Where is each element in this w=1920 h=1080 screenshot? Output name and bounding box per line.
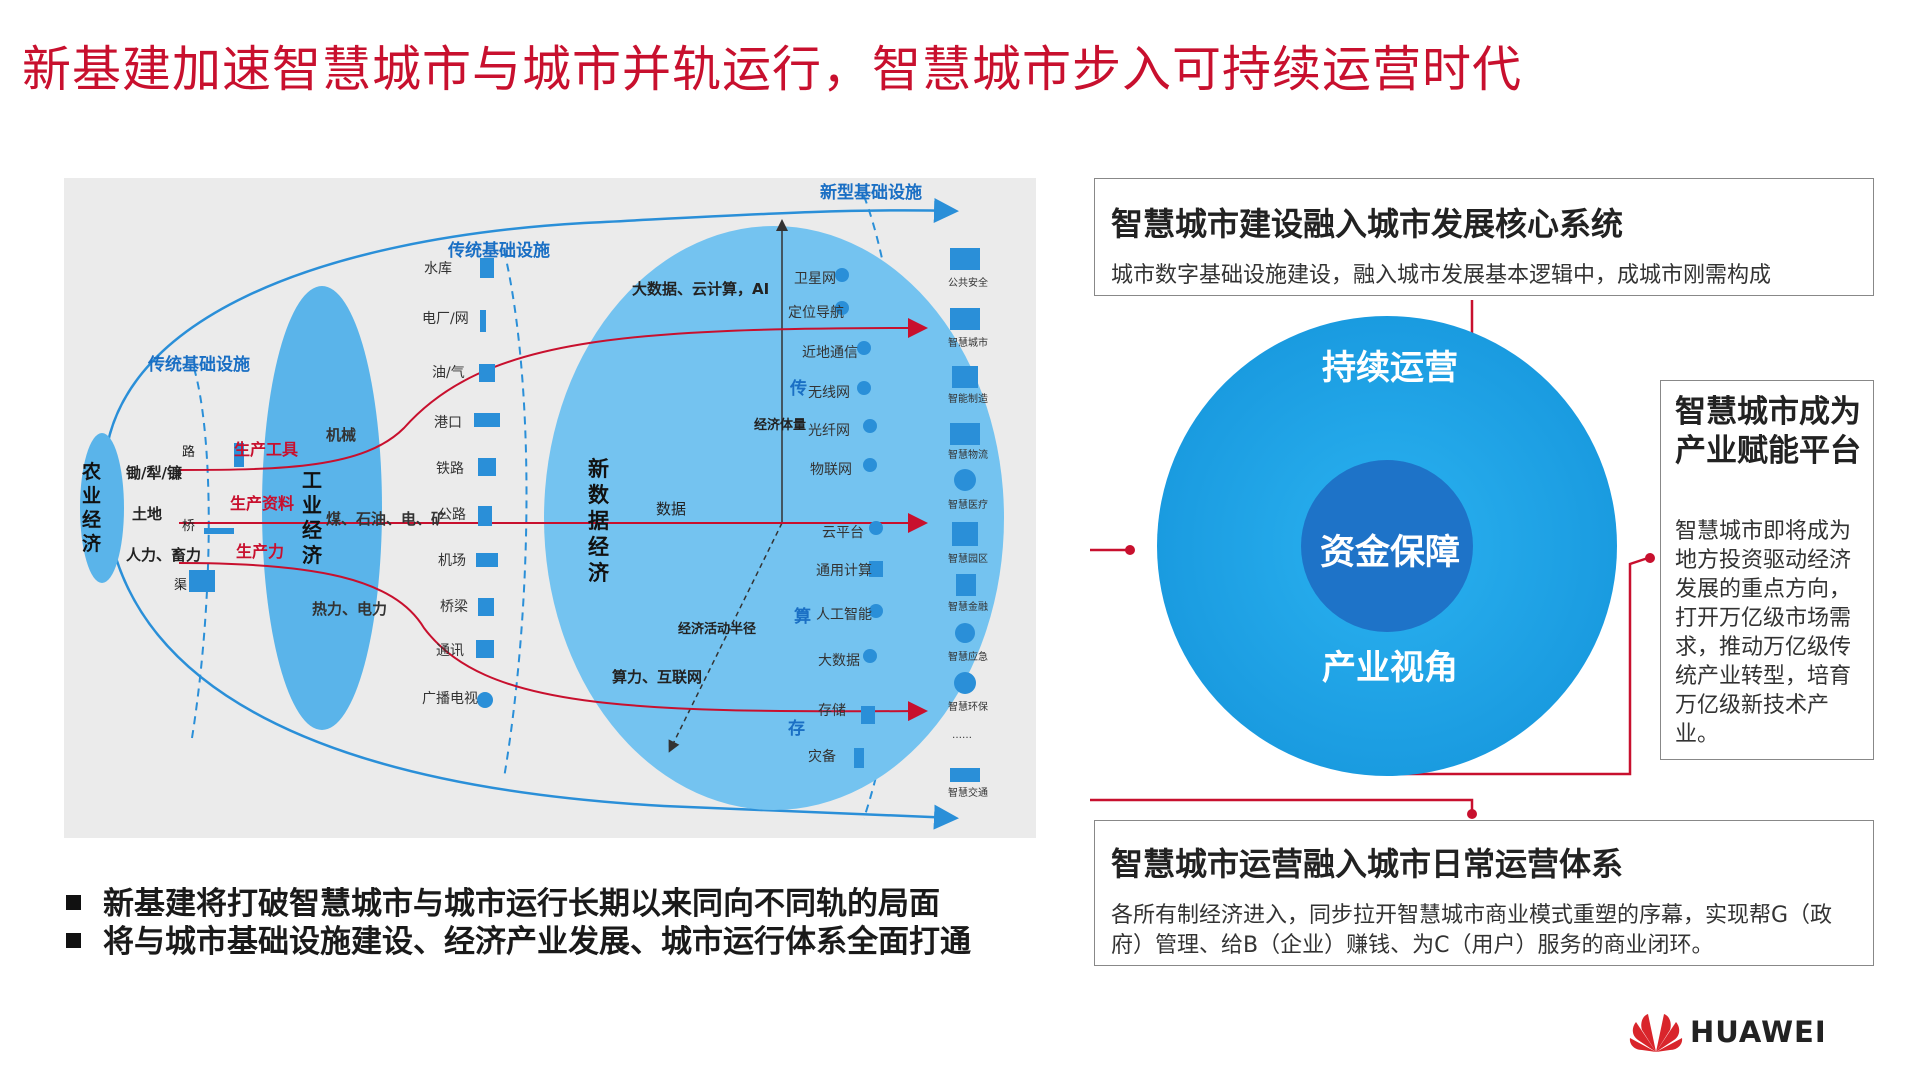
- trad-infra-item: 水库: [424, 261, 452, 277]
- trad-infra-item: 铁路: [436, 461, 464, 477]
- factor-label: 生产力: [236, 542, 285, 561]
- funnel-bottom-curve: [102, 477, 959, 830]
- agri-icon-label: 渠: [174, 578, 188, 593]
- box-title: 智慧城市建设融入城市发展核心系统: [1111, 205, 1624, 243]
- bullet-item: 将与城市基础设施建设、经济产业发展、城市运行体系全面打通: [66, 916, 971, 961]
- trad-infra-top-label: 传统基础设施: [448, 241, 550, 261]
- boundary-2: [503, 249, 528, 779]
- data-item: 数据: [656, 500, 687, 518]
- core-system-box: 智慧城市建设融入城市发展核心系统 城市数字基础设施建设，融入城市发展基本逻辑中，…: [1094, 178, 1874, 296]
- boundary-1: [191, 367, 210, 739]
- outer-top-label: 持续运营: [1322, 348, 1458, 388]
- trad-infra-item: 电厂/网: [422, 311, 469, 327]
- app-item: 智能制造: [948, 394, 988, 405]
- stage-agri-label: 农业经济: [82, 461, 102, 555]
- industry-item: 机械: [326, 426, 357, 444]
- trad-infra-item: 港口: [434, 415, 462, 431]
- new-infra-item: 定位导航: [788, 305, 844, 321]
- stage-data-label: 新数据经济: [588, 457, 609, 585]
- page-title: 新基建加速智慧城市与城市并轨运行，智慧城市步入可持续运营时代: [22, 41, 1523, 98]
- data-item: 算力、互联网: [612, 668, 703, 686]
- new-infra-icons: [835, 268, 883, 768]
- box-text: 城市数字基础设施建设，融入城市发展基本逻辑中，成城市刚需构成: [1111, 263, 1772, 288]
- app-item: 智慧园区: [948, 554, 988, 565]
- app-item: 智慧物流: [948, 450, 988, 461]
- app-item: 智慧城市: [948, 338, 988, 349]
- new-infra-label: 新型基础设施: [820, 183, 922, 203]
- trad-infra-item: 桥梁: [440, 599, 468, 615]
- trad-infra-left-label: 传统基础设施: [148, 355, 250, 375]
- huawei-logo-icon: [1629, 1014, 1683, 1052]
- app-item: 智慧金融: [948, 602, 988, 613]
- agri-item: 锄/犁/镰: [126, 464, 182, 482]
- app-item: 智慧环保: [948, 702, 988, 713]
- box-text: 智慧城市即将成为地方投资驱动经济发展的重点方向，打开万亿级市场需求，推动万亿级传…: [1675, 519, 1852, 747]
- industry-platform-box: 智慧城市成为产业赋能平台 智慧城市即将成为地方投资驱动经济发展的重点方向，打开万…: [1660, 380, 1874, 760]
- app-item: 智慧应急: [948, 652, 988, 663]
- group-label: 存: [788, 719, 805, 739]
- outer-bottom-label: 产业视角: [1322, 648, 1458, 688]
- trad-infra-item: 广播电视: [422, 691, 478, 707]
- new-infra-item: 卫星网: [794, 271, 836, 287]
- diagram-svg: [80, 195, 1004, 830]
- box-text: 各所有制经济进入，同步拉开智慧城市商业模式重塑的序幕，实现帮G（政府）管理、给B…: [1111, 903, 1833, 958]
- bullet-square-icon: [66, 933, 81, 948]
- circle-diagram: [1090, 300, 1655, 819]
- app-icons: [950, 248, 980, 782]
- new-infra-item: 大数据: [818, 653, 860, 669]
- new-infra-item: 光纤网: [808, 423, 850, 439]
- center-label: 资金保障: [1319, 533, 1460, 573]
- data-economy-ellipse: [544, 226, 1004, 810]
- trad-infra-icons: [474, 258, 500, 708]
- agri-item: 人力、畜力: [126, 546, 202, 564]
- new-infra-item: 云平台: [822, 525, 864, 541]
- trad-infra-item: 公路: [438, 507, 466, 523]
- new-infra-item: 灾备: [808, 749, 836, 765]
- app-item: 智慧交通: [948, 788, 988, 799]
- data-item: 大数据、云计算，AI: [632, 280, 770, 298]
- factor-label: 生产资料: [230, 494, 295, 513]
- new-infra-item: 人工智能: [816, 607, 872, 623]
- new-infra-item: 无线网: [808, 385, 850, 401]
- group-label: 算: [794, 607, 811, 627]
- stage-industry-label: 工业经济: [302, 468, 322, 567]
- app-item: 智慧医疗: [948, 500, 988, 511]
- trad-infra-item: 通讯: [436, 643, 464, 659]
- group-label: 传: [790, 379, 807, 399]
- agri-item: 土地: [132, 505, 163, 523]
- axis-label-volume: 经济体量: [754, 418, 807, 433]
- axis-label-radius: 经济活动半径: [678, 622, 757, 637]
- new-infra-item: 通用计算: [816, 563, 872, 579]
- agri-icon-label: 桥: [182, 519, 196, 534]
- factor-label: 生产工具: [234, 440, 299, 459]
- industry-item: 热力、电力: [312, 600, 388, 618]
- app-item: 公共安全: [948, 278, 988, 289]
- funnel-top-curve: [102, 197, 959, 479]
- trad-infra-item: 机场: [438, 553, 466, 569]
- bullet-square-icon: [66, 895, 81, 910]
- new-infra-item: 物联网: [810, 462, 852, 478]
- daily-operation-box: 智慧城市运营融入城市日常运营体系 各所有制经济进入，同步拉开智慧城市商业模式重塑…: [1094, 820, 1874, 966]
- bullet-item: 新基建将打破智慧城市与城市运行长期以来同向不同轨的局面: [66, 878, 940, 923]
- new-infra-item: 存储: [818, 703, 846, 719]
- industry-ellipse: [262, 286, 382, 730]
- box-title: 智慧城市成为产业赋能平台: [1675, 394, 1861, 469]
- new-infra-item: 近地通信: [802, 345, 858, 361]
- trad-infra-item: 油/气: [432, 365, 465, 381]
- industry-item: 煤、石油、电、矿: [326, 510, 447, 528]
- box-title: 智慧城市运营融入城市日常运营体系: [1111, 845, 1624, 883]
- app-item: ……: [952, 730, 972, 741]
- inner-circle: [1301, 460, 1473, 632]
- brand-name: HUAWEI: [1690, 1015, 1827, 1049]
- agri-icon-label: 路: [182, 445, 196, 460]
- agri-ellipse: [80, 433, 124, 583]
- economy-evolution-diagram: 农业经济 工业经济 新数据经济 传统基础设施 传统基础设施 新型基础设施 锄/犁…: [64, 178, 1036, 838]
